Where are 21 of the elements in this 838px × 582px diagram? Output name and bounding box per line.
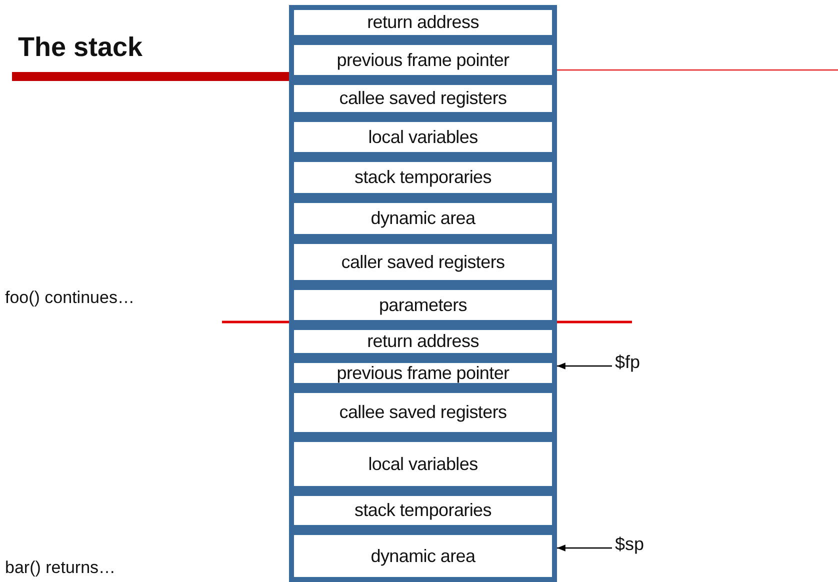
stack-slot: parameters	[289, 285, 557, 325]
stack-slot: stack temporaries	[289, 157, 557, 198]
stack-slot: return address	[289, 325, 557, 358]
stack-slot: previous frame pointer	[289, 358, 557, 388]
stack-slot: caller saved registers	[289, 239, 557, 285]
note: bar() returns…	[5, 558, 116, 578]
stack-slot: local variables	[289, 117, 557, 157]
pointer-label: $sp	[615, 534, 644, 555]
arrow	[557, 362, 612, 370]
stack-slot: dynamic area	[289, 530, 557, 582]
stack-slot: stack temporaries	[289, 491, 557, 530]
stack-slot: return address	[289, 5, 557, 40]
pointer-label: $fp	[615, 352, 640, 373]
stack-slot: callee saved registers	[289, 388, 557, 437]
title: The stack	[18, 32, 143, 63]
stack-slot: previous frame pointer	[289, 40, 557, 80]
note: foo() continues…	[5, 288, 134, 308]
stack-slot: callee saved registers	[289, 80, 557, 117]
stack-slot: local variables	[289, 437, 557, 491]
arrow	[557, 544, 612, 552]
stack-slot: dynamic area	[289, 198, 557, 239]
